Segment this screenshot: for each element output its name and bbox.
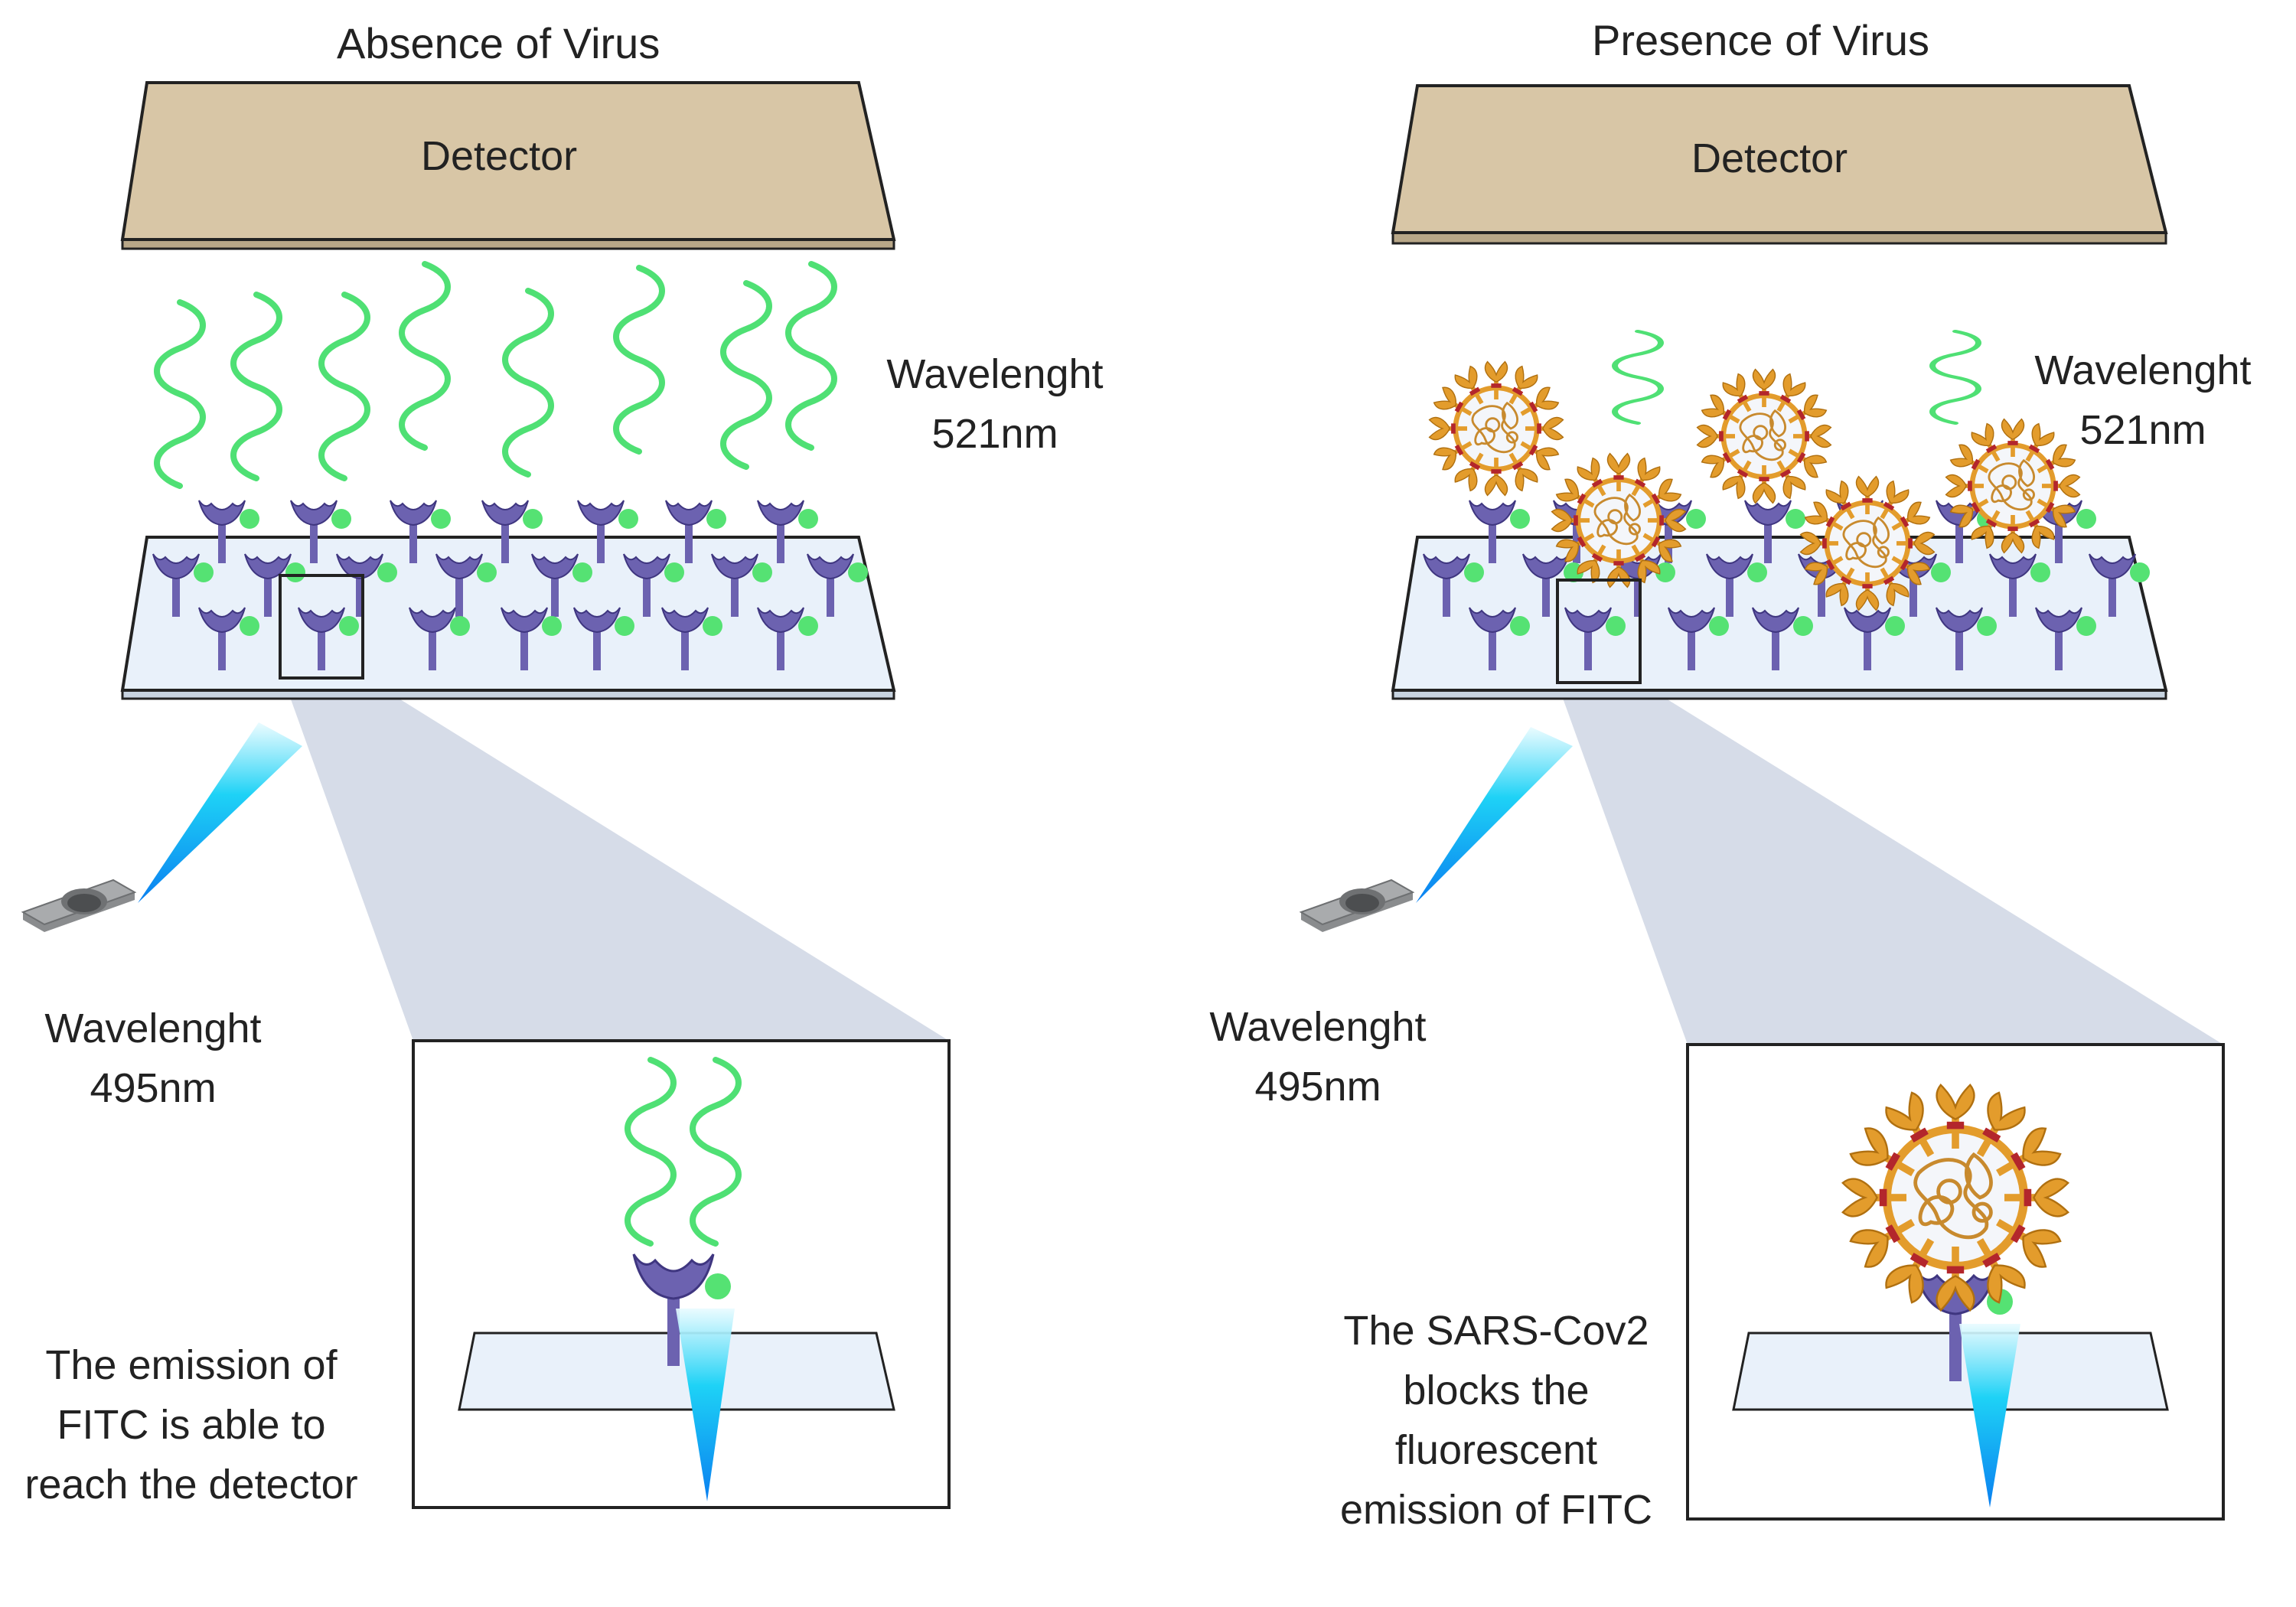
detector-label: Detector bbox=[1691, 135, 1848, 181]
caption-line: The emission of bbox=[45, 1342, 338, 1388]
caption-absence: The emission of FITC is able to reach th… bbox=[8, 1335, 375, 1514]
wavelength-value: 521nm bbox=[931, 411, 1058, 457]
wavelength-value: 495nm bbox=[1254, 1064, 1381, 1110]
excitation-beam-icon bbox=[138, 722, 302, 903]
caption-line: emission of FITC bbox=[1339, 1487, 1653, 1533]
light-source-icon bbox=[22, 879, 135, 933]
emission-wavelength-label: Wavelenght 521nm bbox=[880, 344, 1110, 464]
wavelength-value: 521nm bbox=[2079, 407, 2206, 453]
wavelength-word: Wavelenght bbox=[886, 351, 1104, 397]
wavelength-word: Wavelenght bbox=[2034, 347, 2252, 393]
zoom-box bbox=[279, 574, 364, 680]
panel-presence bbox=[1300, 84, 2225, 1521]
detector-plate bbox=[120, 81, 896, 250]
detector-label: Detector bbox=[421, 133, 578, 179]
caption-line: FITC is able to bbox=[57, 1402, 326, 1448]
panel-title-absence: Absence of Virus bbox=[337, 19, 660, 67]
caption-line: blocks the bbox=[1403, 1367, 1590, 1413]
zoom-inset bbox=[412, 1039, 951, 1509]
panel-absence bbox=[22, 81, 951, 1509]
wavelength-word: Wavelenght bbox=[1209, 1004, 1427, 1050]
light-source-icon bbox=[1300, 879, 1414, 933]
wavelength-word: Wavelenght bbox=[44, 1006, 262, 1051]
zoom-inset bbox=[1686, 1043, 2225, 1521]
emission-wavelength-label: Wavelenght 521nm bbox=[2028, 341, 2258, 460]
caption-line: fluorescent bbox=[1394, 1427, 1598, 1473]
caption-line: reach the detector bbox=[24, 1462, 358, 1508]
excitation-wavelength-label: Wavelenght 495nm bbox=[1203, 997, 1433, 1116]
emission-wave-icon-group bbox=[157, 264, 834, 486]
excitation-beam-icon bbox=[1416, 727, 1573, 903]
panel-title-presence: Presence of Virus bbox=[1592, 16, 1929, 64]
zoom-box bbox=[1556, 579, 1642, 684]
excitation-wavelength-label: Wavelenght 495nm bbox=[38, 999, 268, 1118]
zoom-cone bbox=[1557, 683, 2223, 1045]
caption-line: The SARS-Cov2 bbox=[1343, 1308, 1649, 1354]
zoom-cone bbox=[283, 678, 949, 1041]
detector-plate bbox=[1391, 84, 2168, 245]
caption-presence: The SARS-Cov2 blocks the fluorescent emi… bbox=[1324, 1301, 1668, 1540]
wavelength-value: 495nm bbox=[90, 1065, 217, 1111]
